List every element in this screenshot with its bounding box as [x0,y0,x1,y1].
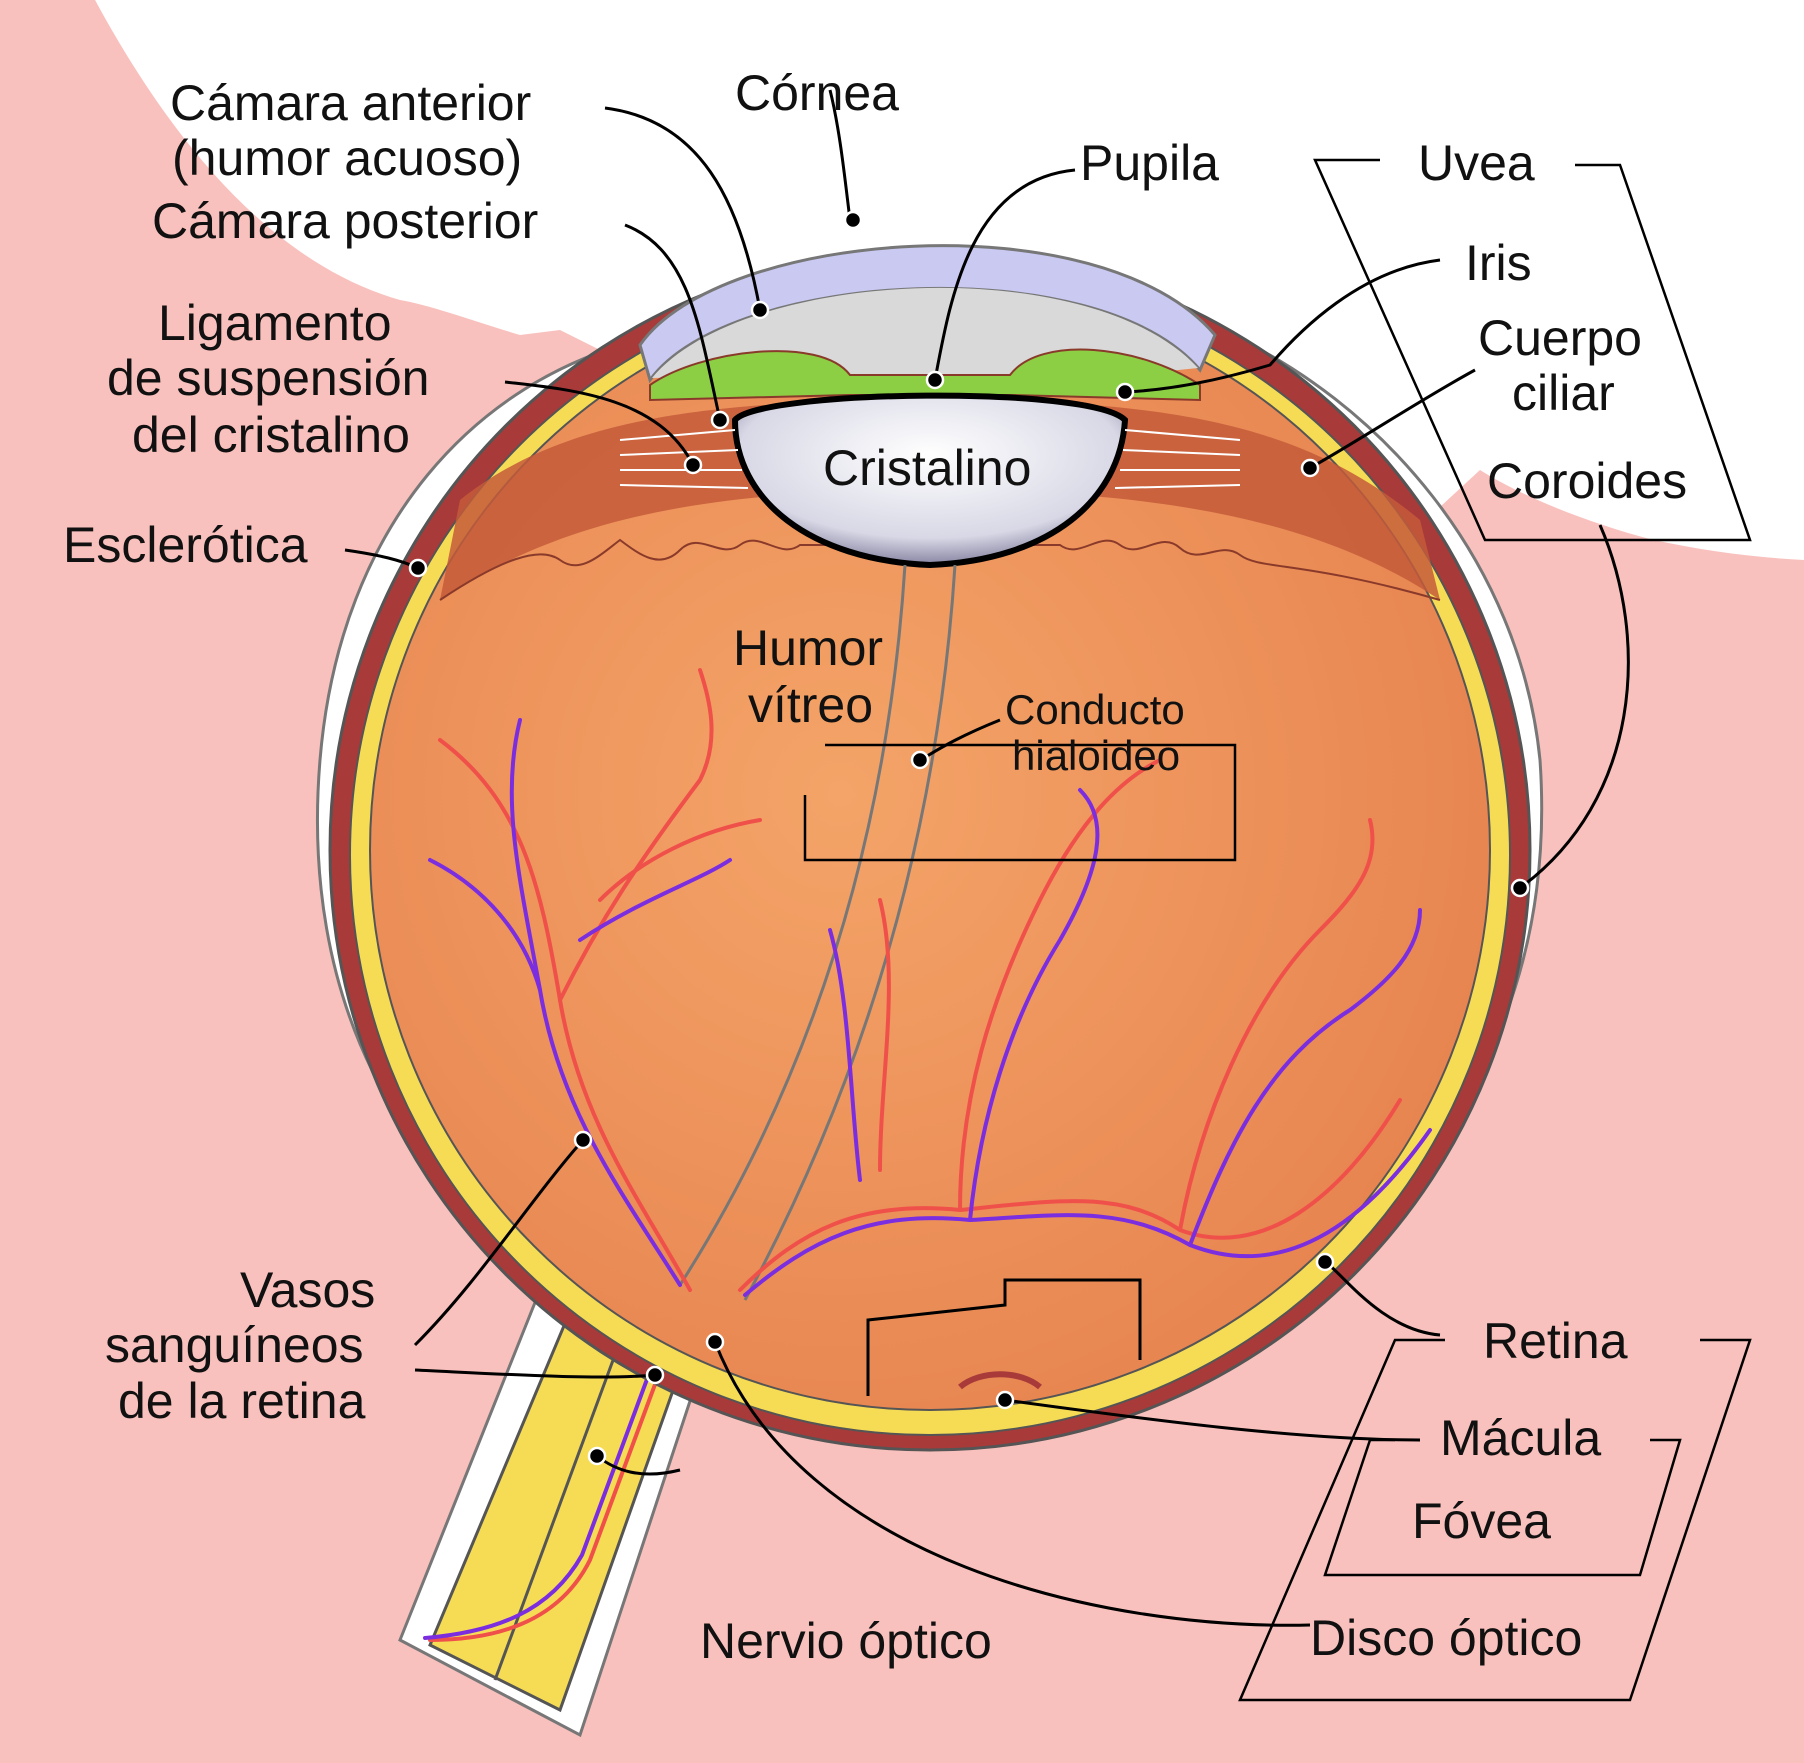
label-cuerpo-ciliar-1: Cuerpo [1478,310,1642,366]
brackets [803,158,1752,1702]
background-skin-right [1480,480,1804,1200]
ciliary-folds [439,538,1441,601]
label-camara-anterior-2: (humor acuoso) [172,130,522,186]
label-conducto-2: hialoideo [1012,732,1180,779]
label-vasos-2: sanguíneos [105,1317,364,1373]
hyaloid-canal-left [678,564,907,1286]
hyaloid-canal-right [743,564,957,1301]
label-iris: Iris [1465,235,1532,291]
label-fovea: Fóvea [1412,1493,1551,1549]
label-esclerotica: Esclerótica [63,517,308,573]
label-ligamento-1: Ligamento [158,295,392,351]
retinal-vessels [428,668,1432,1297]
lens [731,392,1129,569]
ciliary-body [440,400,1440,600]
label-coroides: Coroides [1487,453,1687,509]
label-ligamento-3: del cristalino [132,407,410,463]
label-ligamento-2: de suspensión [107,350,429,406]
label-conducto-1: Conducto [1005,686,1185,733]
label-macula: Mácula [1440,1410,1601,1466]
label-camara-anterior-1: Cámara anterior [170,75,531,131]
label-camara-posterior: Cámara posterior [152,193,538,249]
macula-arrow [866,1278,1142,1396]
label-retina: Retina [1483,1313,1628,1369]
label-cuerpo-ciliar-2: ciliar [1512,365,1615,421]
pointer-dots [408,210,1530,1466]
label-disco-optico: Disco óptico [1310,1610,1582,1666]
label-vasos-1: Vasos [240,1262,375,1318]
label-cristalino: Cristalino [823,440,1031,496]
label-uvea: Uvea [1418,135,1535,191]
leader-lines [344,89,1630,1627]
optic-nerve-artery [428,1288,692,1642]
optic-nerve-vein [423,1288,682,1640]
iris [649,348,1201,402]
label-humor-vitreo-2: vítreo [748,677,873,733]
suspensory-ligament-fibers [619,429,1241,489]
label-humor-vitreo-1: Humor [733,620,883,676]
label-pupila: Pupila [1080,135,1219,191]
labels: Cámara anterior (humor acuoso) Córnea Pu… [63,65,1687,1669]
label-cornea: Córnea [735,65,899,121]
background-skin-left [0,0,380,1763]
label-vasos-3: de la retina [118,1373,366,1429]
label-nervio-optico: Nervio óptico [700,1613,992,1669]
fovea-pit [958,1371,1042,1390]
